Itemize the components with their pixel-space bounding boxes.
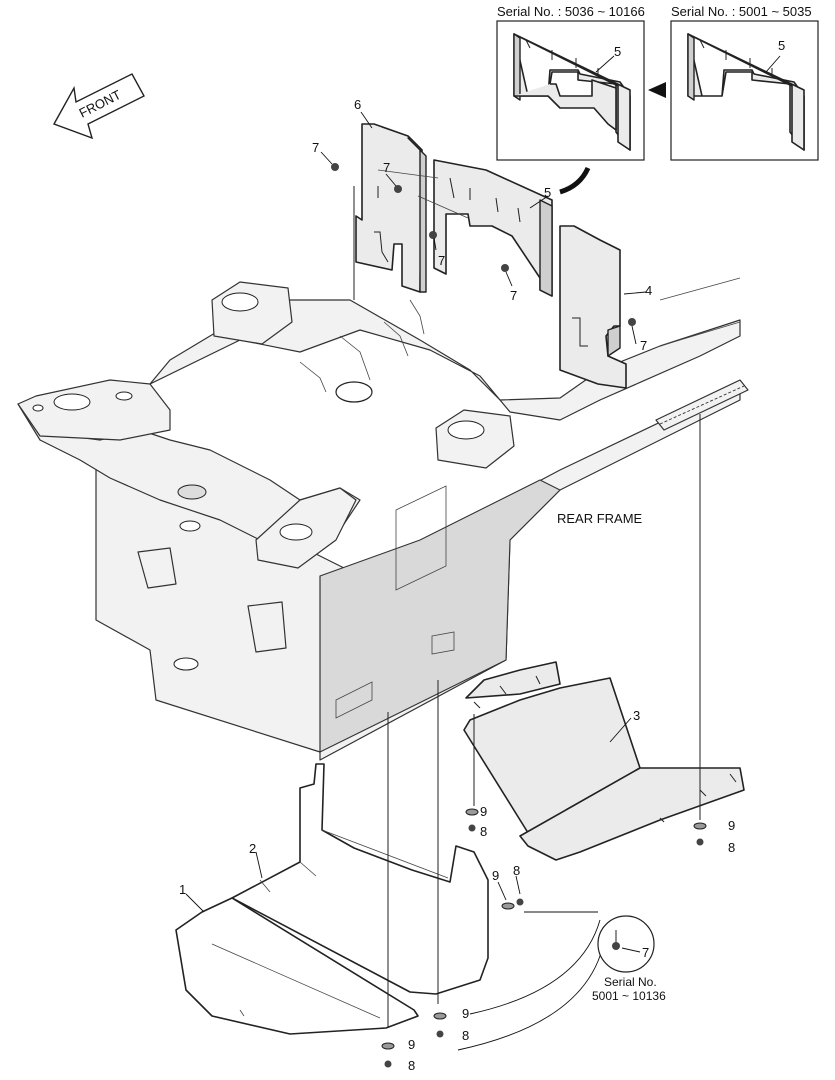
clevis-right <box>247 601 287 653</box>
washer-icon <box>433 1012 447 1020</box>
part-4-cover <box>559 225 627 389</box>
leader-lines <box>353 169 701 1051</box>
bolt-icon <box>516 898 524 906</box>
bolt-icon <box>436 1030 444 1038</box>
front-arrow: FRONT <box>52 73 145 140</box>
bolt-icon <box>331 163 339 171</box>
inset-left-cover-part <box>513 33 631 151</box>
callout-8d: 8 <box>462 1028 469 1043</box>
callout-2: 2 <box>249 841 256 856</box>
clevis-left <box>137 547 177 589</box>
bolt-icon <box>394 185 402 193</box>
washer-icon <box>381 1042 395 1050</box>
bolt-icon <box>501 264 509 272</box>
fasteners <box>331 163 707 1068</box>
callout-7e: 7 <box>640 338 647 353</box>
center-ring <box>335 381 373 403</box>
rear-frame <box>17 277 749 761</box>
front-arrow-icon <box>52 73 145 140</box>
callout-9e: 9 <box>408 1037 415 1052</box>
callout-7b: 7 <box>383 160 390 175</box>
washer-icon <box>465 808 479 816</box>
part-2-panel <box>231 763 489 995</box>
inset-left-leader <box>595 55 615 73</box>
upper-pillar-right <box>435 409 515 469</box>
callout-4: 4 <box>645 283 652 298</box>
inset-right: Serial No. : 5001 ~ 5035 5 <box>670 4 819 161</box>
callout-1: 1 <box>179 882 186 897</box>
side-window <box>395 485 447 591</box>
callout-9d: 9 <box>462 1006 469 1021</box>
serial-note-circle <box>597 915 655 973</box>
bolt-icon <box>468 824 476 832</box>
part-5-cover <box>433 159 553 297</box>
bolt-icon <box>696 838 704 846</box>
bolt-icon <box>628 318 636 326</box>
callout-9b: 9 <box>728 818 735 833</box>
washer-icon <box>693 822 707 830</box>
callout-8b: 8 <box>728 840 735 855</box>
part-6-cover <box>355 123 427 293</box>
callout-8e: 8 <box>408 1058 415 1073</box>
callout-8c: 8 <box>513 863 520 878</box>
callout-7d: 7 <box>510 288 517 303</box>
callout-9a: 9 <box>480 804 487 819</box>
callout-7c: 7 <box>438 253 445 268</box>
serial-note-line1: Serial No. <box>604 975 657 989</box>
part-1-panel <box>175 897 419 1035</box>
inset-arrow-icon <box>648 82 666 98</box>
inset-right-callout: 5 <box>778 38 785 53</box>
inset-right-title: Serial No. : 5001 ~ 5035 <box>671 4 812 19</box>
serial-note: 7 Serial No. 5001 ~ 10136 <box>592 915 666 1003</box>
part-3-tray <box>463 661 745 861</box>
bolt-icon <box>612 942 620 950</box>
bolt-icon <box>429 231 437 239</box>
inset-left-callout: 5 <box>614 44 621 59</box>
callout-7a: 7 <box>312 140 319 155</box>
inset-left: Serial No. : 5036 ~ 10166 5 <box>496 4 645 161</box>
washer-icon <box>501 902 515 910</box>
inset-pointer-arrow <box>559 166 591 195</box>
callout-5: 5 <box>544 185 551 200</box>
serial-note-callout: 7 <box>642 945 649 960</box>
callout-8a: 8 <box>480 824 487 839</box>
side-slot <box>335 681 373 719</box>
callout-9c: 9 <box>492 868 499 883</box>
callouts: 6 7 7 5 7 7 4 7 3 2 1 9 8 9 8 9 8 9 8 9 … <box>179 97 735 1073</box>
inset-right-cover-part <box>687 33 805 151</box>
inset-right-leader <box>765 55 781 73</box>
callout-3: 3 <box>633 708 640 723</box>
serial-note-line2: 5001 ~ 10136 <box>592 989 666 1003</box>
inset-left-title: Serial No. : 5036 ~ 10166 <box>497 4 645 19</box>
frame-label: REAR FRAME <box>557 511 643 526</box>
callout-6: 6 <box>354 97 361 112</box>
bolt-icon <box>384 1060 392 1068</box>
